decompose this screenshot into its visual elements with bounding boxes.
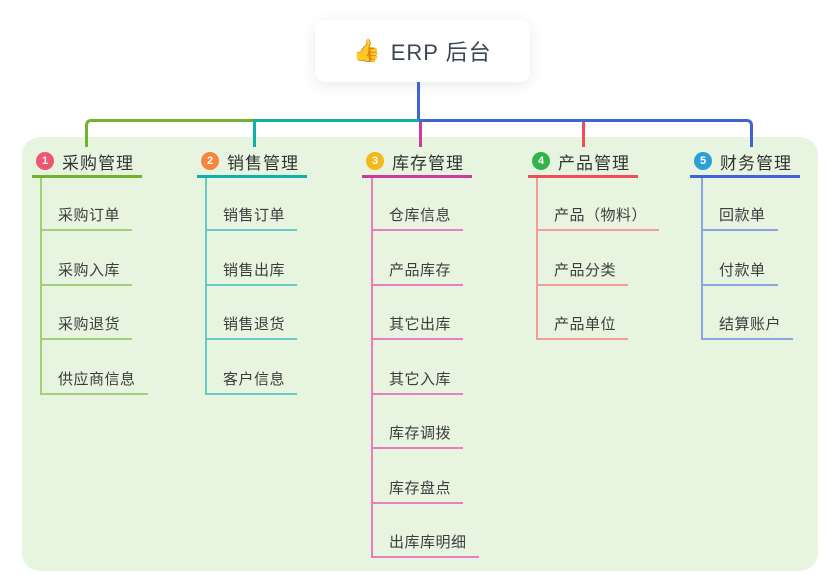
- thumbs-up-icon: 👍: [353, 38, 381, 63]
- child-node[interactable]: 供应商信息: [40, 366, 148, 395]
- child-node[interactable]: 其它入库: [371, 366, 464, 395]
- branches-panel: [22, 137, 818, 571]
- child-node[interactable]: 库存调拨: [371, 420, 464, 449]
- branch-header-4[interactable]: 4 产品管理: [528, 147, 638, 178]
- child-node[interactable]: 产品单位: [536, 311, 629, 340]
- root-label: ERP 后台: [390, 40, 492, 65]
- branch-header-5[interactable]: 5 财务管理: [690, 147, 800, 178]
- child-node[interactable]: 产品分类: [536, 257, 629, 286]
- branch-child-line-4: [536, 178, 538, 340]
- child-node[interactable]: 采购入库: [40, 257, 133, 286]
- branch-child-line-5: [701, 178, 703, 340]
- branch-number-badge: 1: [36, 152, 54, 170]
- branch-child-line-1: [40, 178, 42, 395]
- child-node[interactable]: 客户信息: [205, 366, 298, 395]
- child-node[interactable]: 采购退货: [40, 311, 133, 340]
- branch-number-badge: 5: [694, 152, 712, 170]
- branch-header-2[interactable]: 2 销售管理: [197, 147, 307, 178]
- child-node[interactable]: 出库库明细: [371, 529, 479, 558]
- branch-number-badge: 3: [366, 152, 384, 170]
- child-node[interactable]: 回款单: [701, 202, 778, 231]
- connector-bus-green: [85, 119, 253, 147]
- branch-label: 采购管理: [62, 153, 134, 173]
- branch-label: 财务管理: [720, 153, 792, 173]
- branch-child-line-2: [205, 178, 207, 395]
- child-node[interactable]: 销售订单: [205, 202, 298, 231]
- branch-header-1[interactable]: 1 采购管理: [32, 147, 142, 178]
- branch-label: 产品管理: [558, 153, 630, 173]
- child-node[interactable]: 产品（物料）: [536, 202, 660, 231]
- root-node[interactable]: 👍 ERP 后台: [315, 20, 530, 82]
- connector-drop-magenta: [419, 122, 422, 147]
- child-node[interactable]: 仓库信息: [371, 202, 464, 231]
- branch-number-badge: 4: [532, 152, 550, 170]
- connector-bus-blue: [419, 119, 753, 147]
- branch-child-line-3: [371, 178, 373, 558]
- branch-number-badge: 2: [201, 152, 219, 170]
- branch-label: 销售管理: [227, 153, 299, 173]
- child-node[interactable]: 销售退货: [205, 311, 298, 340]
- child-node[interactable]: 产品库存: [371, 257, 464, 286]
- connector-drop-red: [582, 122, 585, 147]
- child-node[interactable]: 付款单: [701, 257, 778, 286]
- connector-bus-teal: [253, 119, 419, 147]
- connector-root-line: [417, 81, 420, 120]
- child-node[interactable]: 销售出库: [205, 257, 298, 286]
- branch-label: 库存管理: [392, 153, 464, 173]
- child-node[interactable]: 结算账户: [701, 311, 794, 340]
- child-node[interactable]: 采购订单: [40, 202, 133, 231]
- branch-header-3[interactable]: 3 库存管理: [362, 147, 472, 178]
- child-node[interactable]: 其它出库: [371, 311, 464, 340]
- child-node[interactable]: 库存盘点: [371, 475, 464, 504]
